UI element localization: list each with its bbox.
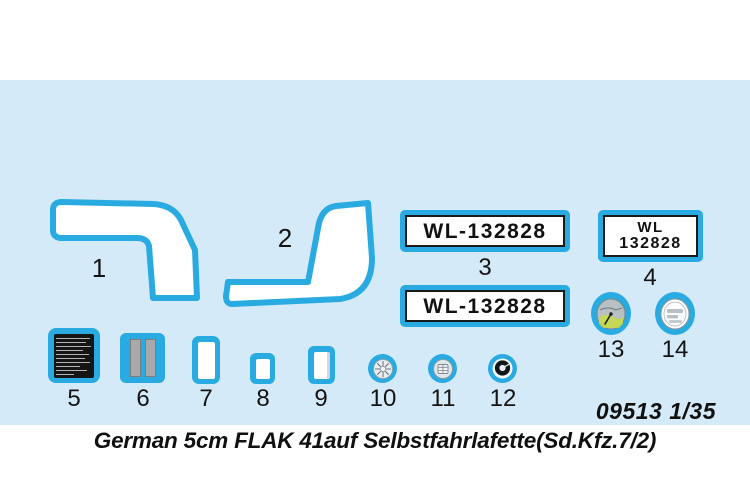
license-plate-upper-text: WL-132828 <box>423 219 547 243</box>
twin-strip-decal[interactable] <box>120 333 165 383</box>
decal-number-2: 2 <box>277 223 293 253</box>
gauge-decal-14-face <box>660 298 690 329</box>
gauge-decal-10[interactable] <box>368 354 397 383</box>
kit-title: German 5cm FLAK 41auf Selbstfahrlafette(… <box>93 428 657 453</box>
license-plate-upper[interactable]: WL-132828 <box>400 210 570 252</box>
data-plate-black[interactable] <box>48 328 100 383</box>
decal-number-8: 8 <box>256 385 270 412</box>
gauge-decal-11[interactable] <box>428 354 457 383</box>
blank-rect-decal-8[interactable] <box>250 353 275 384</box>
decal-sheet: 1 2 WL-132828 3 WL-132828 WL 132828 4 <box>0 80 750 453</box>
decal-number-10: 10 <box>369 385 397 412</box>
gauge-decal-13-face <box>596 298 626 329</box>
license-plate-lower[interactable]: WL-132828 <box>400 285 570 327</box>
decal-number-14: 14 <box>661 336 689 363</box>
gauge-decal-12[interactable] <box>488 354 517 383</box>
decal-number-13: 13 <box>597 336 625 363</box>
gauge-decal-12-face <box>492 358 513 379</box>
data-plate-black-face <box>54 333 94 378</box>
blank-rect-decal-7[interactable] <box>192 336 220 384</box>
license-plate-stacked-face: WL 132828 <box>603 215 698 257</box>
license-plate-lower-face: WL-132828 <box>405 290 565 322</box>
decal-number-9: 9 <box>314 385 328 412</box>
decal-number-7: 7 <box>199 385 213 412</box>
license-plate-stacked-line1: WL <box>637 219 664 236</box>
blank-rect-decal-9[interactable] <box>308 346 335 384</box>
gauge-decal-14[interactable] <box>655 292 695 335</box>
strip-left <box>129 339 141 377</box>
decal-number-6: 6 <box>136 385 150 412</box>
decal-number-12: 12 <box>489 385 517 412</box>
decal-number-4: 4 <box>643 264 657 291</box>
license-plate-stacked-line2: 132828 <box>619 235 682 252</box>
gauge-decal-13[interactable] <box>591 292 631 335</box>
license-plate-upper-face: WL-132828 <box>405 215 565 247</box>
strip-right <box>144 339 156 377</box>
gauge-decal-10-face <box>372 358 393 379</box>
decal-elbow-left[interactable] <box>45 198 215 308</box>
gauge-decal-11-face <box>432 358 453 379</box>
decal-number-3: 3 <box>478 254 492 281</box>
decal-number-11: 11 <box>430 385 456 412</box>
blank-rect-decal-9-face <box>313 351 330 379</box>
decal-number-1: 1 <box>91 253 107 283</box>
decal-number-5: 5 <box>67 385 81 412</box>
kit-code: 09513 1/35 <box>595 398 716 424</box>
license-plate-lower-text: WL-132828 <box>423 294 547 318</box>
decal-elbow-right[interactable] <box>222 198 382 310</box>
blank-rect-decal-7-face <box>197 341 215 379</box>
license-plate-stacked[interactable]: WL 132828 <box>598 210 703 262</box>
blank-rect-decal-8-face <box>255 358 270 379</box>
